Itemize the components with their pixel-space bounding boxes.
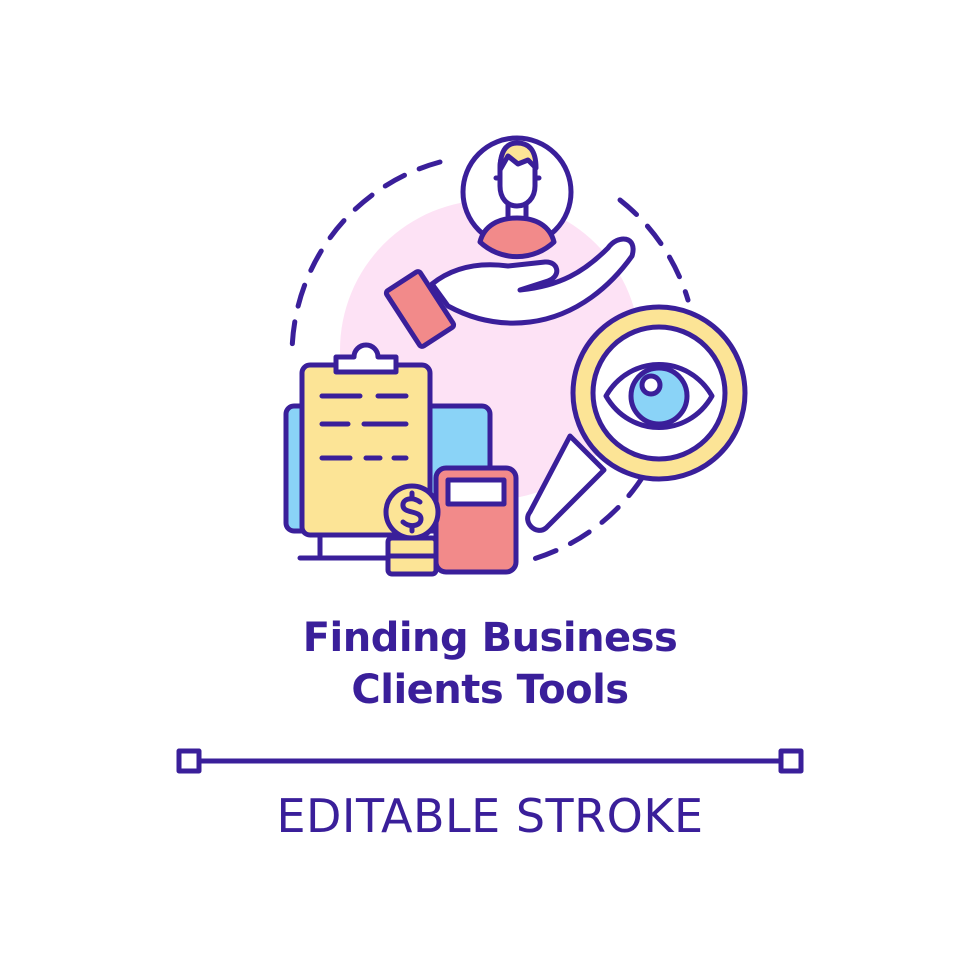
title-line-1: Finding Business bbox=[302, 615, 678, 661]
dashed-ring-bottom bbox=[527, 475, 645, 563]
caption: EDITABLE STROKE bbox=[276, 789, 704, 843]
title-line-2: Clients Tools bbox=[351, 667, 629, 713]
open-hand-icon bbox=[383, 236, 636, 349]
editable-stroke-line bbox=[176, 748, 804, 774]
dashed-ring-right bbox=[617, 197, 691, 303]
dashed-ring bbox=[289, 159, 443, 358]
person-avatar-icon bbox=[460, 135, 574, 260]
dollar-coin-icon bbox=[383, 483, 441, 541]
magnifier-eye-icon bbox=[525, 304, 748, 533]
calculator-icon bbox=[433, 465, 519, 575]
coin-stack-icon bbox=[385, 535, 439, 577]
